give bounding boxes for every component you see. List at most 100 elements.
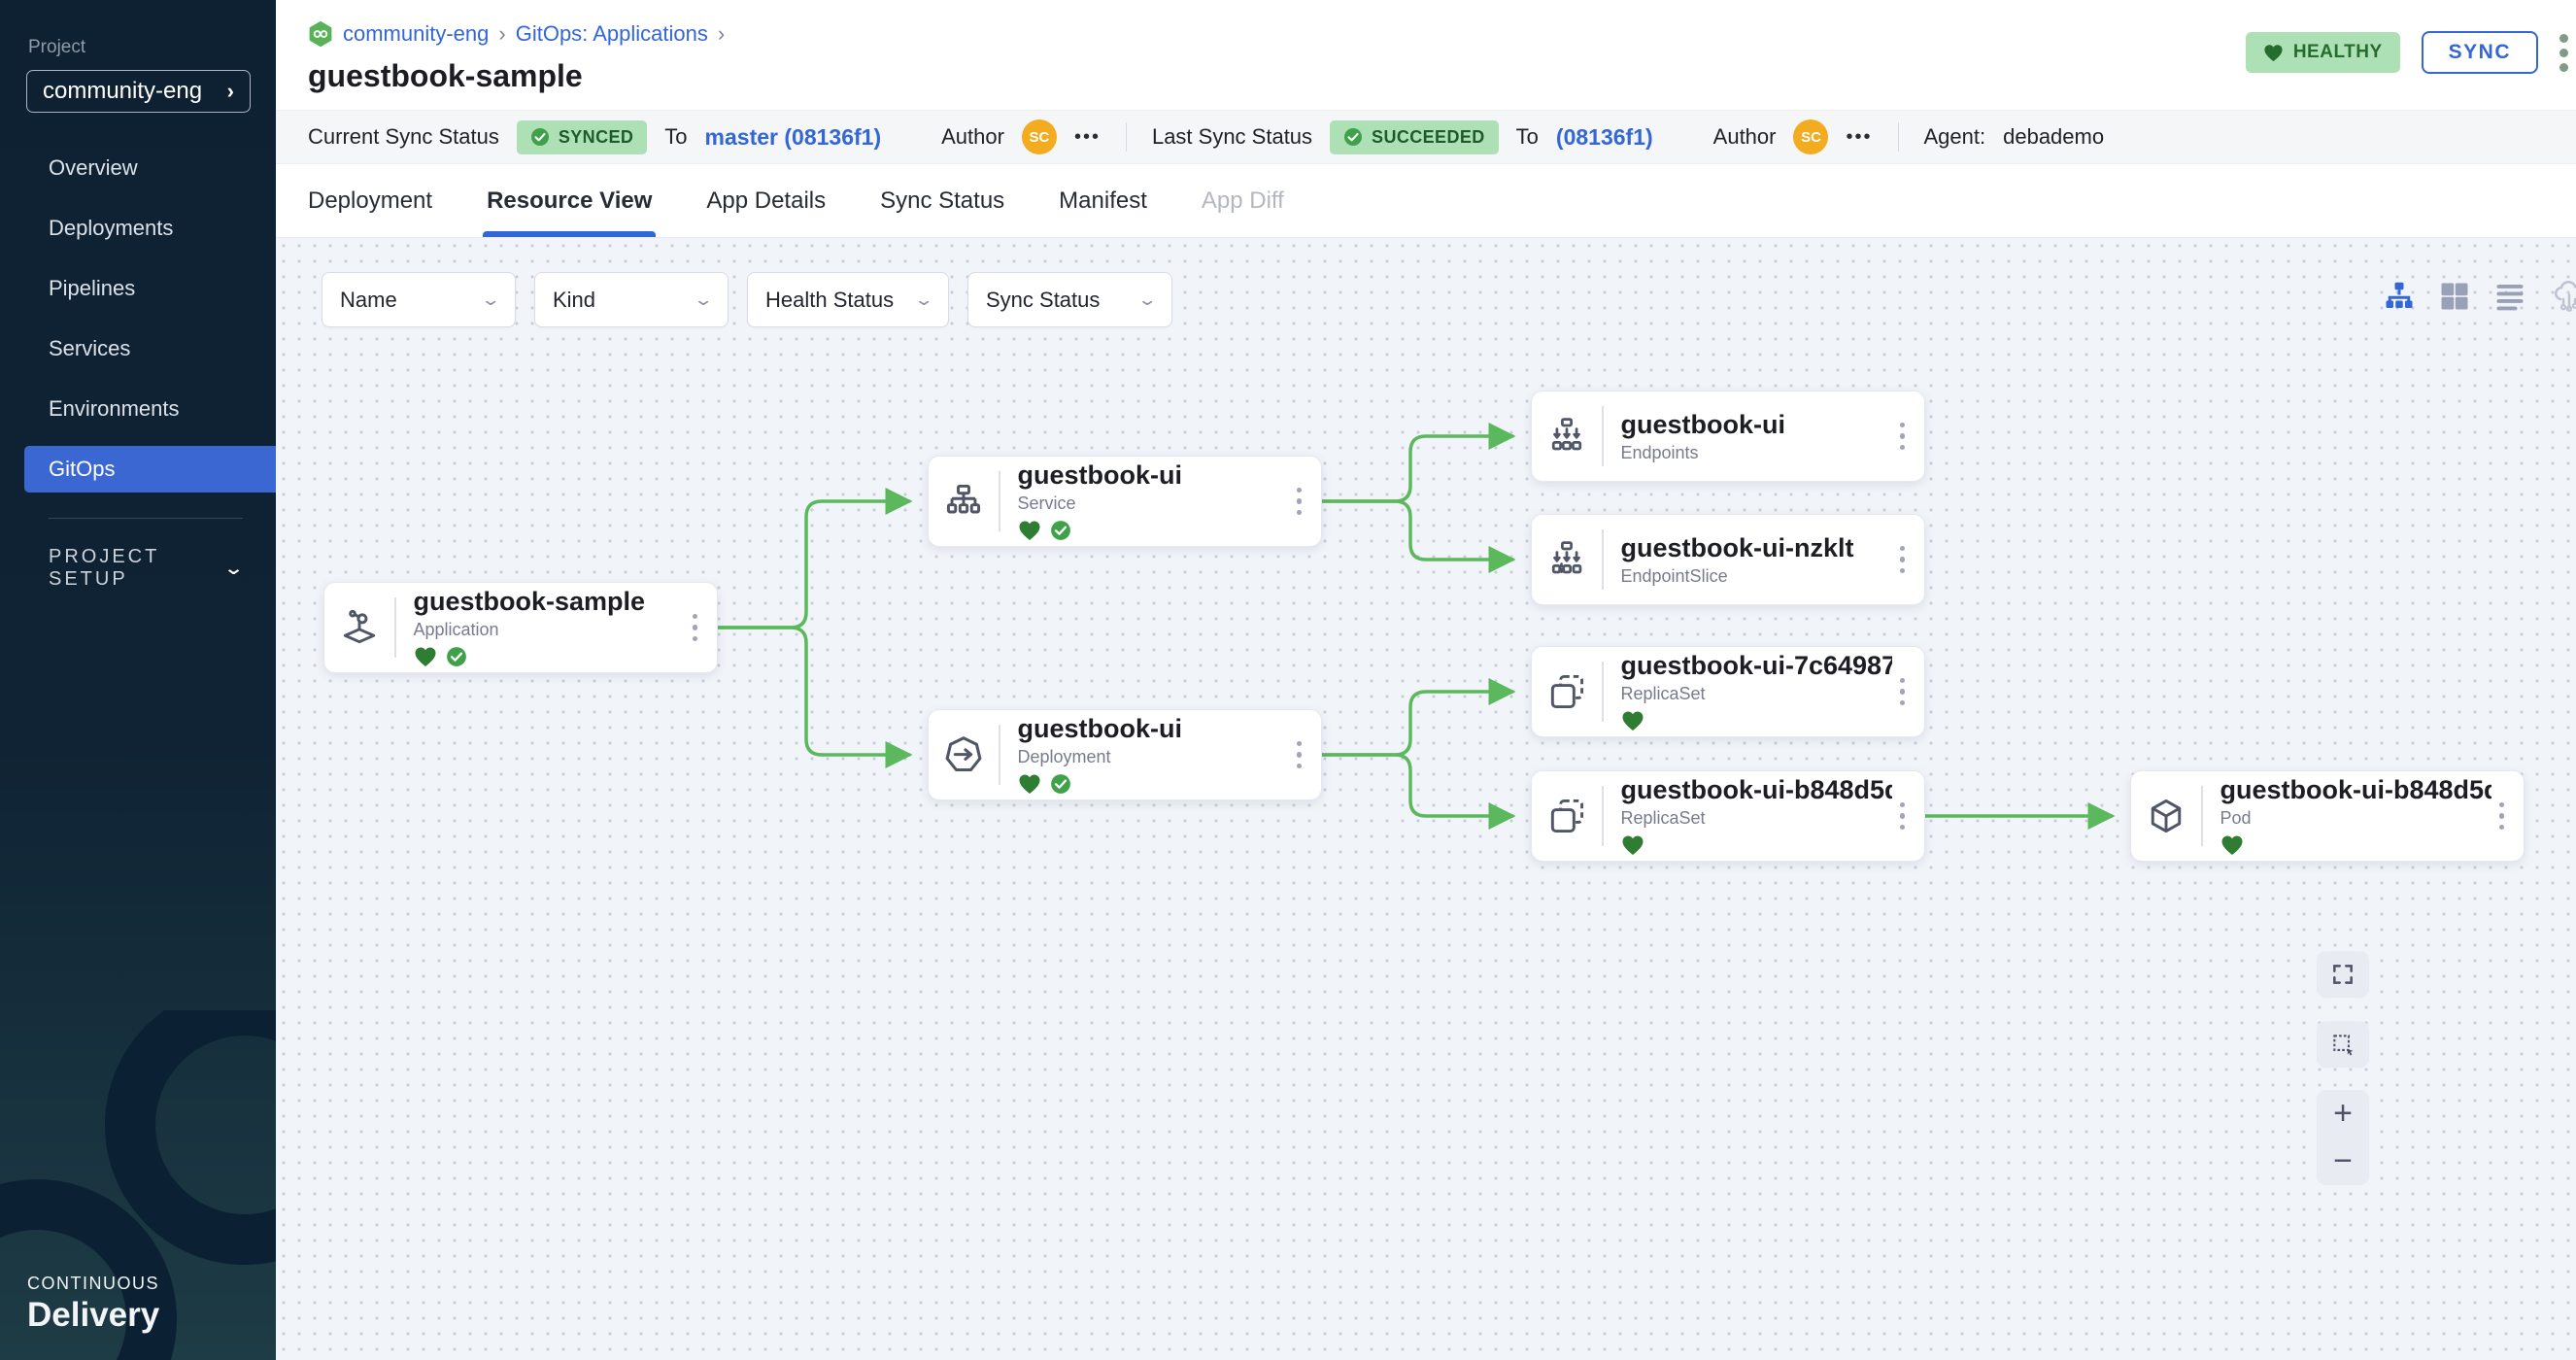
node-kind: Pod xyxy=(2220,808,2252,828)
brand-logo: CONTINUOUS Delivery xyxy=(27,1274,159,1335)
replicaset-icon xyxy=(1532,670,1602,713)
to-label: To xyxy=(664,124,688,149)
pod-icon xyxy=(2131,795,2201,837)
fullscreen-button[interactable] xyxy=(2317,951,2369,998)
endpoints-icon xyxy=(1532,415,1602,458)
filter-name[interactable]: Name⌄ xyxy=(322,272,516,327)
node-kind: Deployment xyxy=(1017,747,1111,766)
node-kebab-menu[interactable] xyxy=(1892,801,1925,831)
project-selector[interactable]: community-eng › xyxy=(26,70,251,113)
project-label: Project xyxy=(28,37,86,57)
node-deployment[interactable]: guestbook-ui Deployment xyxy=(928,709,1322,800)
node-title: guestbook-ui xyxy=(1017,460,1183,490)
node-kind: EndpointSlice xyxy=(1620,565,1728,586)
cloud-view-icon[interactable] xyxy=(2548,279,2576,314)
zoom-group: + − xyxy=(2317,1090,2369,1185)
node-title: guestbook-ui xyxy=(1017,714,1183,743)
sidebar-item-overview[interactable]: Overview xyxy=(0,138,276,198)
project-setup-label: PROJECT SETUP xyxy=(49,546,159,590)
node-kebab-menu[interactable] xyxy=(1289,487,1322,516)
grid-view-icon[interactable] xyxy=(2437,279,2472,314)
tab-app-diff: App Diff xyxy=(1202,164,1284,237)
succeeded-badge: SUCCEEDED xyxy=(1330,119,1499,154)
brand-continuous: CONTINUOUS xyxy=(27,1274,159,1293)
tab-label: Resource View xyxy=(487,187,653,214)
sidebar-item-label: Deployments xyxy=(49,216,174,240)
author-label: Author xyxy=(941,124,1004,149)
sidebar-item-environments[interactable]: Environments xyxy=(0,379,276,439)
page-title: guestbook-sample xyxy=(308,58,583,93)
node-replicaset-b848d5d9d[interactable]: guestbook-ui-b848d5d9d ReplicaSet xyxy=(1531,770,1925,862)
filter-label: Health Status xyxy=(765,287,895,312)
list-view-icon[interactable] xyxy=(2492,279,2527,314)
node-kebab-menu[interactable] xyxy=(1289,740,1322,769)
tab-deployment[interactable]: Deployment xyxy=(308,164,432,237)
node-kebab-menu[interactable] xyxy=(685,613,718,642)
node-replicaset-7c64987dc9[interactable]: guestbook-ui-7c64987dc9 ReplicaSet xyxy=(1531,646,1925,737)
node-kebab-menu[interactable] xyxy=(2491,801,2525,831)
tab-label: Sync Status xyxy=(880,187,1005,214)
sidebar-item-deployments[interactable]: Deployments xyxy=(0,198,276,258)
node-endpoints[interactable]: guestbook-ui Endpoints xyxy=(1531,391,1925,482)
more-dots-button[interactable]: ••• xyxy=(1846,125,1873,148)
project-setup-toggle[interactable]: PROJECT SETUP ⌄ xyxy=(0,546,276,591)
tree-view-icon[interactable] xyxy=(2382,279,2417,314)
sidebar-item-gitops[interactable]: GitOps xyxy=(24,446,276,493)
node-application[interactable]: guestbook-sample Application xyxy=(323,582,718,673)
brand-delivery: Delivery xyxy=(27,1296,160,1334)
node-endpointslice[interactable]: guestbook-ui-nzklt EndpointSlice xyxy=(1531,514,1925,605)
statusbar-divider xyxy=(1897,122,1899,152)
zoom-out-button[interactable]: − xyxy=(2317,1138,2369,1185)
sidebar-item-label: Services xyxy=(49,336,131,360)
heart-icon xyxy=(2264,44,2283,61)
sync-button[interactable]: SYNC xyxy=(2421,31,2538,74)
filter-label: Sync Status xyxy=(986,287,1101,312)
marquee-select-button[interactable] xyxy=(2317,1021,2369,1068)
synced-check-icon xyxy=(446,647,466,666)
node-pod[interactable]: guestbook-ui-b848d5d9... Pod xyxy=(2130,770,2525,862)
filter-sync-status[interactable]: Sync Status⌄ xyxy=(967,272,1172,327)
node-kebab-menu[interactable] xyxy=(1892,677,1925,706)
canvas-controls: + − xyxy=(2317,951,2369,1185)
chevron-down-icon: ⌄ xyxy=(693,289,714,309)
sync-statusbar: Current Sync Status SYNCED To master (08… xyxy=(276,110,2576,164)
current-revision-link[interactable]: master (08136f1) xyxy=(704,123,882,150)
sidebar-nav: Overview Deployments Pipelines Services … xyxy=(0,138,276,493)
sidebar-item-pipelines[interactable]: Pipelines xyxy=(0,258,276,319)
tab-label: Manifest xyxy=(1059,187,1147,214)
kebab-menu-icon[interactable] xyxy=(2559,33,2568,72)
tab-manifest[interactable]: Manifest xyxy=(1059,164,1147,237)
more-dots-button[interactable]: ••• xyxy=(1073,125,1101,148)
check-circle-icon xyxy=(530,128,549,146)
healthy-heart-icon xyxy=(1622,835,1643,855)
health-status-badge: HEALTHY xyxy=(2245,32,2400,73)
node-kebab-menu[interactable] xyxy=(1892,422,1925,451)
chevron-down-icon: ⌄ xyxy=(913,289,934,309)
sidebar-item-services[interactable]: Services xyxy=(0,319,276,379)
breadcrumb-project-link[interactable]: community-eng xyxy=(343,21,490,46)
node-kebab-menu[interactable] xyxy=(1892,545,1925,574)
synced-badge-label: SYNCED xyxy=(558,126,634,147)
breadcrumb-section-link[interactable]: GitOps: Applications xyxy=(515,21,708,46)
statusbar-divider xyxy=(1125,122,1127,152)
breadcrumb: community-eng › GitOps: Applications › xyxy=(308,21,725,47)
filter-health-status[interactable]: Health Status ⌄ xyxy=(747,272,949,327)
view-toggles xyxy=(2382,279,2576,314)
deployment-icon xyxy=(929,732,999,777)
node-service[interactable]: guestbook-ui Service xyxy=(928,456,1322,547)
filter-kind[interactable]: Kind ⌄ xyxy=(534,272,729,327)
tab-sync-status[interactable]: Sync Status xyxy=(880,164,1004,237)
tab-bar: Deployment Resource View App Details Syn… xyxy=(276,164,2576,238)
endpointslice-icon xyxy=(1532,538,1602,581)
marquee-select-icon xyxy=(2333,1035,2354,1056)
tab-app-details[interactable]: App Details xyxy=(706,164,826,237)
succeeded-badge-label: SUCCEEDED xyxy=(1372,126,1485,147)
project-selector-value: community-eng xyxy=(43,78,203,104)
filter-label: Kind xyxy=(553,287,596,312)
tab-resource-view[interactable]: Resource View xyxy=(483,164,657,237)
resource-tree-canvas[interactable]: Name⌄ Kind ⌄ Health Status ⌄ Sync Status⌄ xyxy=(276,238,2576,1360)
zoom-in-button[interactable]: + xyxy=(2317,1090,2369,1138)
last-revision-link[interactable]: (08136f1) xyxy=(1555,123,1653,150)
breadcrumb-separator: › xyxy=(498,21,506,46)
sidebar-item-label: Overview xyxy=(49,155,138,180)
